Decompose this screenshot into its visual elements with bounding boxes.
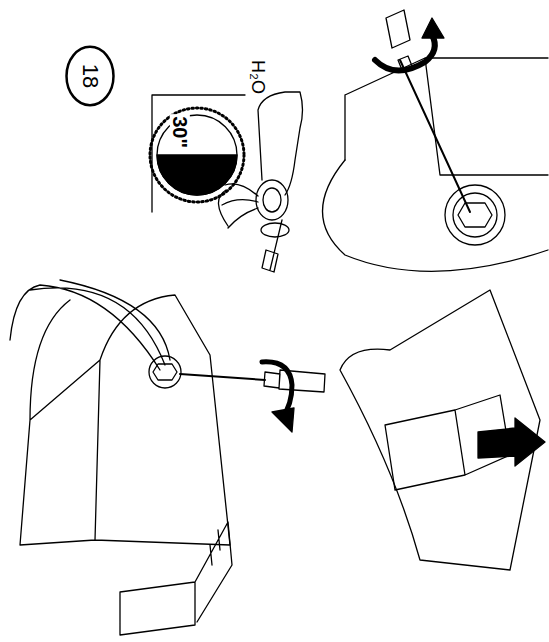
dial-frame (152, 95, 245, 212)
arrow-head (422, 18, 444, 38)
loose-bracket (120, 522, 232, 635)
turn-arrow (375, 35, 435, 71)
screwdriver-shaft (400, 60, 470, 212)
dial-value: 30" (170, 114, 190, 150)
step-circle: 18 (65, 45, 115, 107)
housing-box (20, 295, 230, 545)
dial-ticks (150, 108, 244, 202)
fitting-nut (263, 188, 281, 212)
pipe (258, 92, 303, 195)
arrow-head (272, 408, 294, 432)
screwdriver-handle (386, 10, 412, 70)
screwdriver-shaft (180, 374, 265, 380)
water-spray (10, 280, 170, 370)
step-number: 18 (77, 64, 103, 88)
housing-box (345, 58, 548, 175)
water-spray (218, 184, 258, 228)
drain-plug (445, 185, 505, 245)
water-label: H₂O (249, 58, 267, 96)
detail-outline (323, 160, 549, 271)
drain-plug-ring (453, 193, 497, 237)
drain-plug-hex (458, 203, 492, 227)
hose-clamp (261, 223, 289, 237)
small-screwdriver (262, 220, 282, 272)
drain-plug (149, 356, 181, 388)
pull-arrow (478, 418, 545, 466)
drain-plug-hex (153, 364, 177, 380)
screwdriver-handle (264, 370, 325, 392)
fitting (256, 180, 288, 220)
dial-fill (157, 155, 237, 195)
